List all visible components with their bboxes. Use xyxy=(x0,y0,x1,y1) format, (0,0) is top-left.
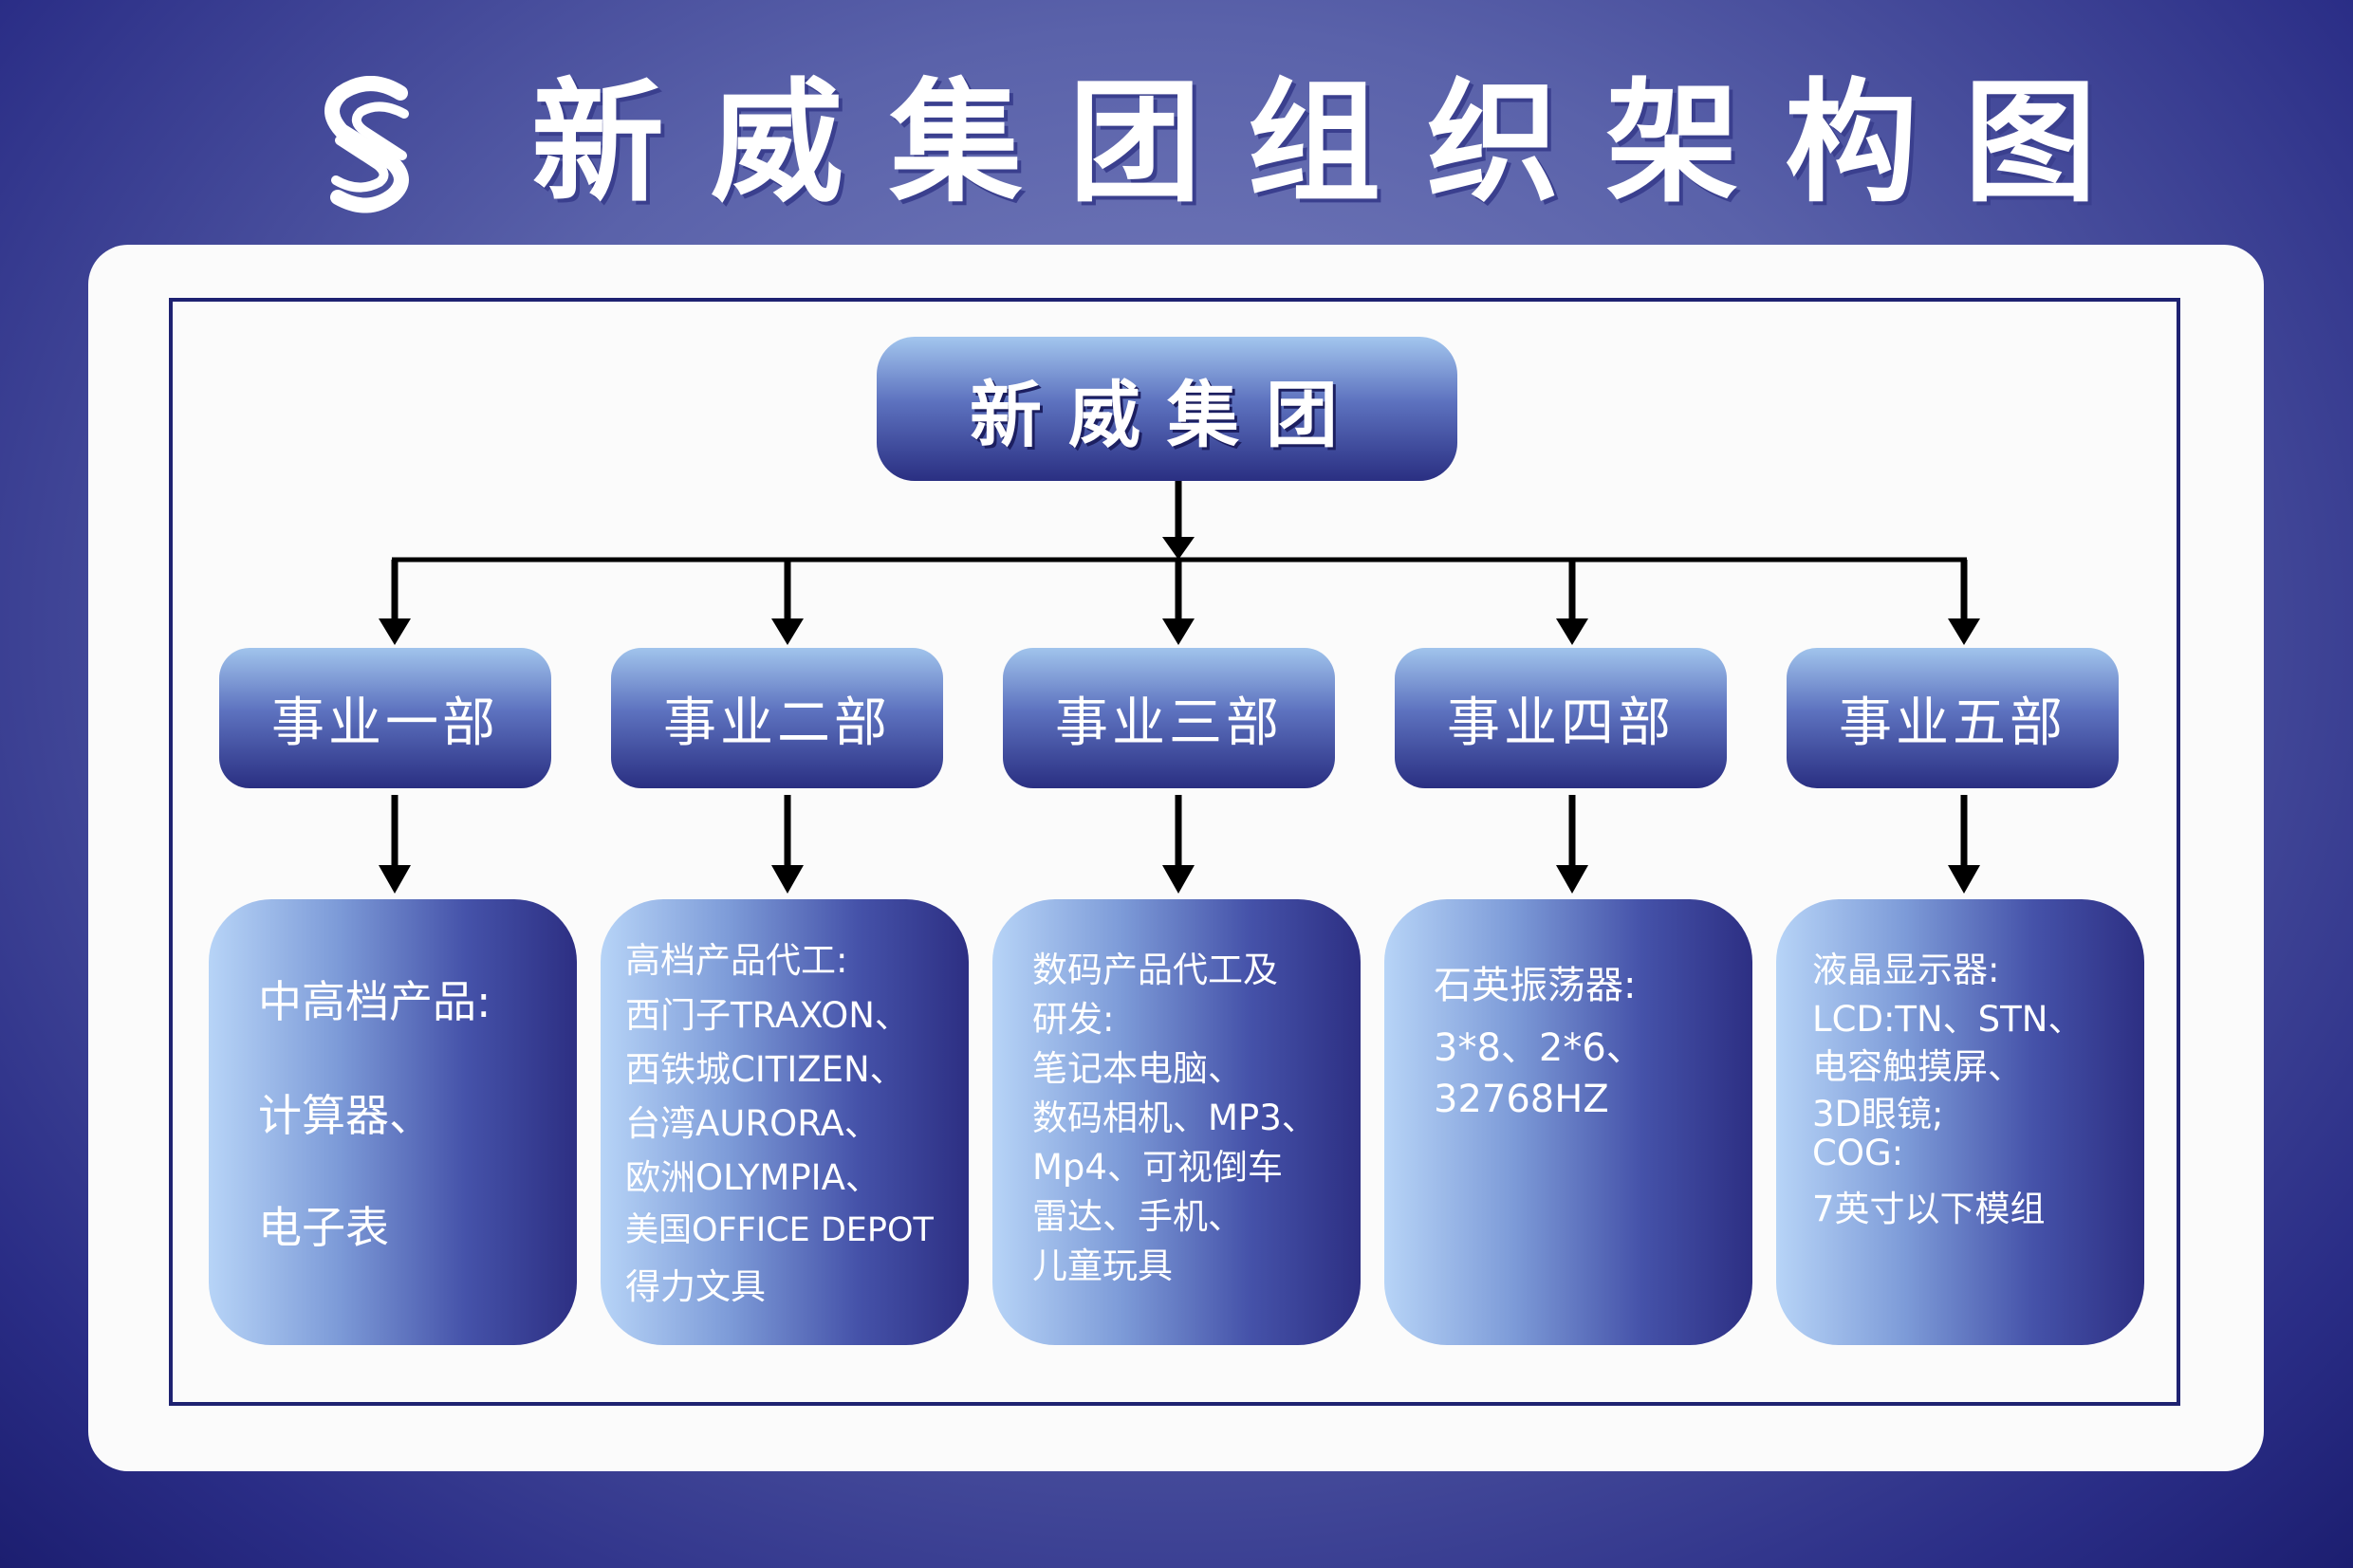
product-line: 笔记本电脑、 xyxy=(1032,1048,1243,1089)
dept-node-2: 事业二部 xyxy=(611,648,943,788)
product-line: 雷达、手机、 xyxy=(1032,1196,1243,1237)
product-line: 高档产品代工: xyxy=(625,940,848,981)
title-char: 架 xyxy=(1605,66,1739,221)
drop-arrows xyxy=(391,560,1968,626)
title-char: 构 xyxy=(1785,66,1918,221)
product-cylinder-5: 液晶显示器: LCD:TN、STN、 电容触摸屏、 3D眼镜; COG: 7英寸… xyxy=(1776,899,2144,1345)
dept-node-5: 事业五部 xyxy=(1787,648,2119,788)
title-char: 图 xyxy=(1963,66,2097,221)
product-line: 研发: xyxy=(1032,999,1115,1040)
product-line: 数码产品代工及 xyxy=(1032,950,1278,990)
product-cylinder-3: 数码产品代工及 研发: 笔记本电脑、 数码相机、MP3、 Mp4、可视倒车 雷达… xyxy=(992,899,1361,1345)
logo-icon xyxy=(324,76,409,213)
dept-label: 事业三部 xyxy=(1055,692,1283,754)
product-line: 西铁城CITIZEN、 xyxy=(625,1049,905,1090)
dept-node-4: 事业四部 xyxy=(1395,648,1727,788)
root-label: 新威集团 xyxy=(970,373,1364,457)
product-line: 欧洲OLYMPIA、 xyxy=(625,1157,880,1198)
root-node: 新威集团 xyxy=(877,337,1457,481)
dept-node-1: 事业一部 xyxy=(219,648,551,788)
product-cylinder-2: 高档产品代工: 西门子TRAXON、 西铁城CITIZEN、 台湾AURORA、… xyxy=(601,899,969,1345)
product-line: LCD:TN、STN、 xyxy=(1812,999,2084,1040)
title-char: 新 xyxy=(531,66,665,221)
product-line: 电容触摸屏、 xyxy=(1812,1046,2023,1087)
title-char: 织 xyxy=(1426,66,1560,221)
title-char: 团 xyxy=(1068,66,1202,221)
product-line: 台湾AURORA、 xyxy=(625,1103,880,1144)
product-line: 电子表 xyxy=(258,1202,389,1253)
product-line: 3*8、2*6、 xyxy=(1434,1026,1644,1070)
dept-node-3: 事业三部 xyxy=(1003,648,1335,788)
product-line: 儿童玩具 xyxy=(1032,1245,1173,1286)
product-line: Mp4、可视倒车 xyxy=(1032,1147,1283,1188)
dept-label: 事业一部 xyxy=(271,692,499,754)
product-cylinder-1: 中高档产品: 计算器、 电子表 xyxy=(209,899,577,1345)
product-line: 得力文具 xyxy=(625,1266,766,1307)
title-char: 组 xyxy=(1247,66,1380,221)
product-line: 美国OFFICE DEPOT xyxy=(625,1211,934,1249)
dept-arrows xyxy=(391,795,1968,873)
title-char: 威 xyxy=(710,66,843,221)
dept-label: 事业五部 xyxy=(1839,692,2066,754)
page-title: 新 威 集 团 组 织 架 构 图 xyxy=(531,68,2097,220)
product-line: COG: xyxy=(1812,1133,1904,1173)
arrow-head xyxy=(1162,537,1195,560)
product-line: 数码相机、MP3、 xyxy=(1032,1098,1317,1138)
diagram-frame xyxy=(169,298,2180,1406)
product-line: 石英振荡器: xyxy=(1434,964,1637,1007)
dept-label: 事业二部 xyxy=(663,692,891,754)
product-line: 中高档产品: xyxy=(258,976,491,1027)
product-line: 3D眼镜; xyxy=(1812,1094,1944,1134)
product-line: 西门子TRAXON、 xyxy=(625,995,910,1036)
product-cylinder-4: 石英振荡器: 3*8、2*6、 32768HZ xyxy=(1384,899,1752,1345)
title-char: 集 xyxy=(889,66,1023,221)
product-line: 7英寸以下模组 xyxy=(1812,1189,2046,1229)
product-line: 液晶显示器: xyxy=(1812,950,2000,990)
product-line: 32768HZ xyxy=(1434,1078,1609,1121)
product-line: 计算器、 xyxy=(258,1090,433,1141)
dept-label: 事业四部 xyxy=(1447,692,1675,754)
